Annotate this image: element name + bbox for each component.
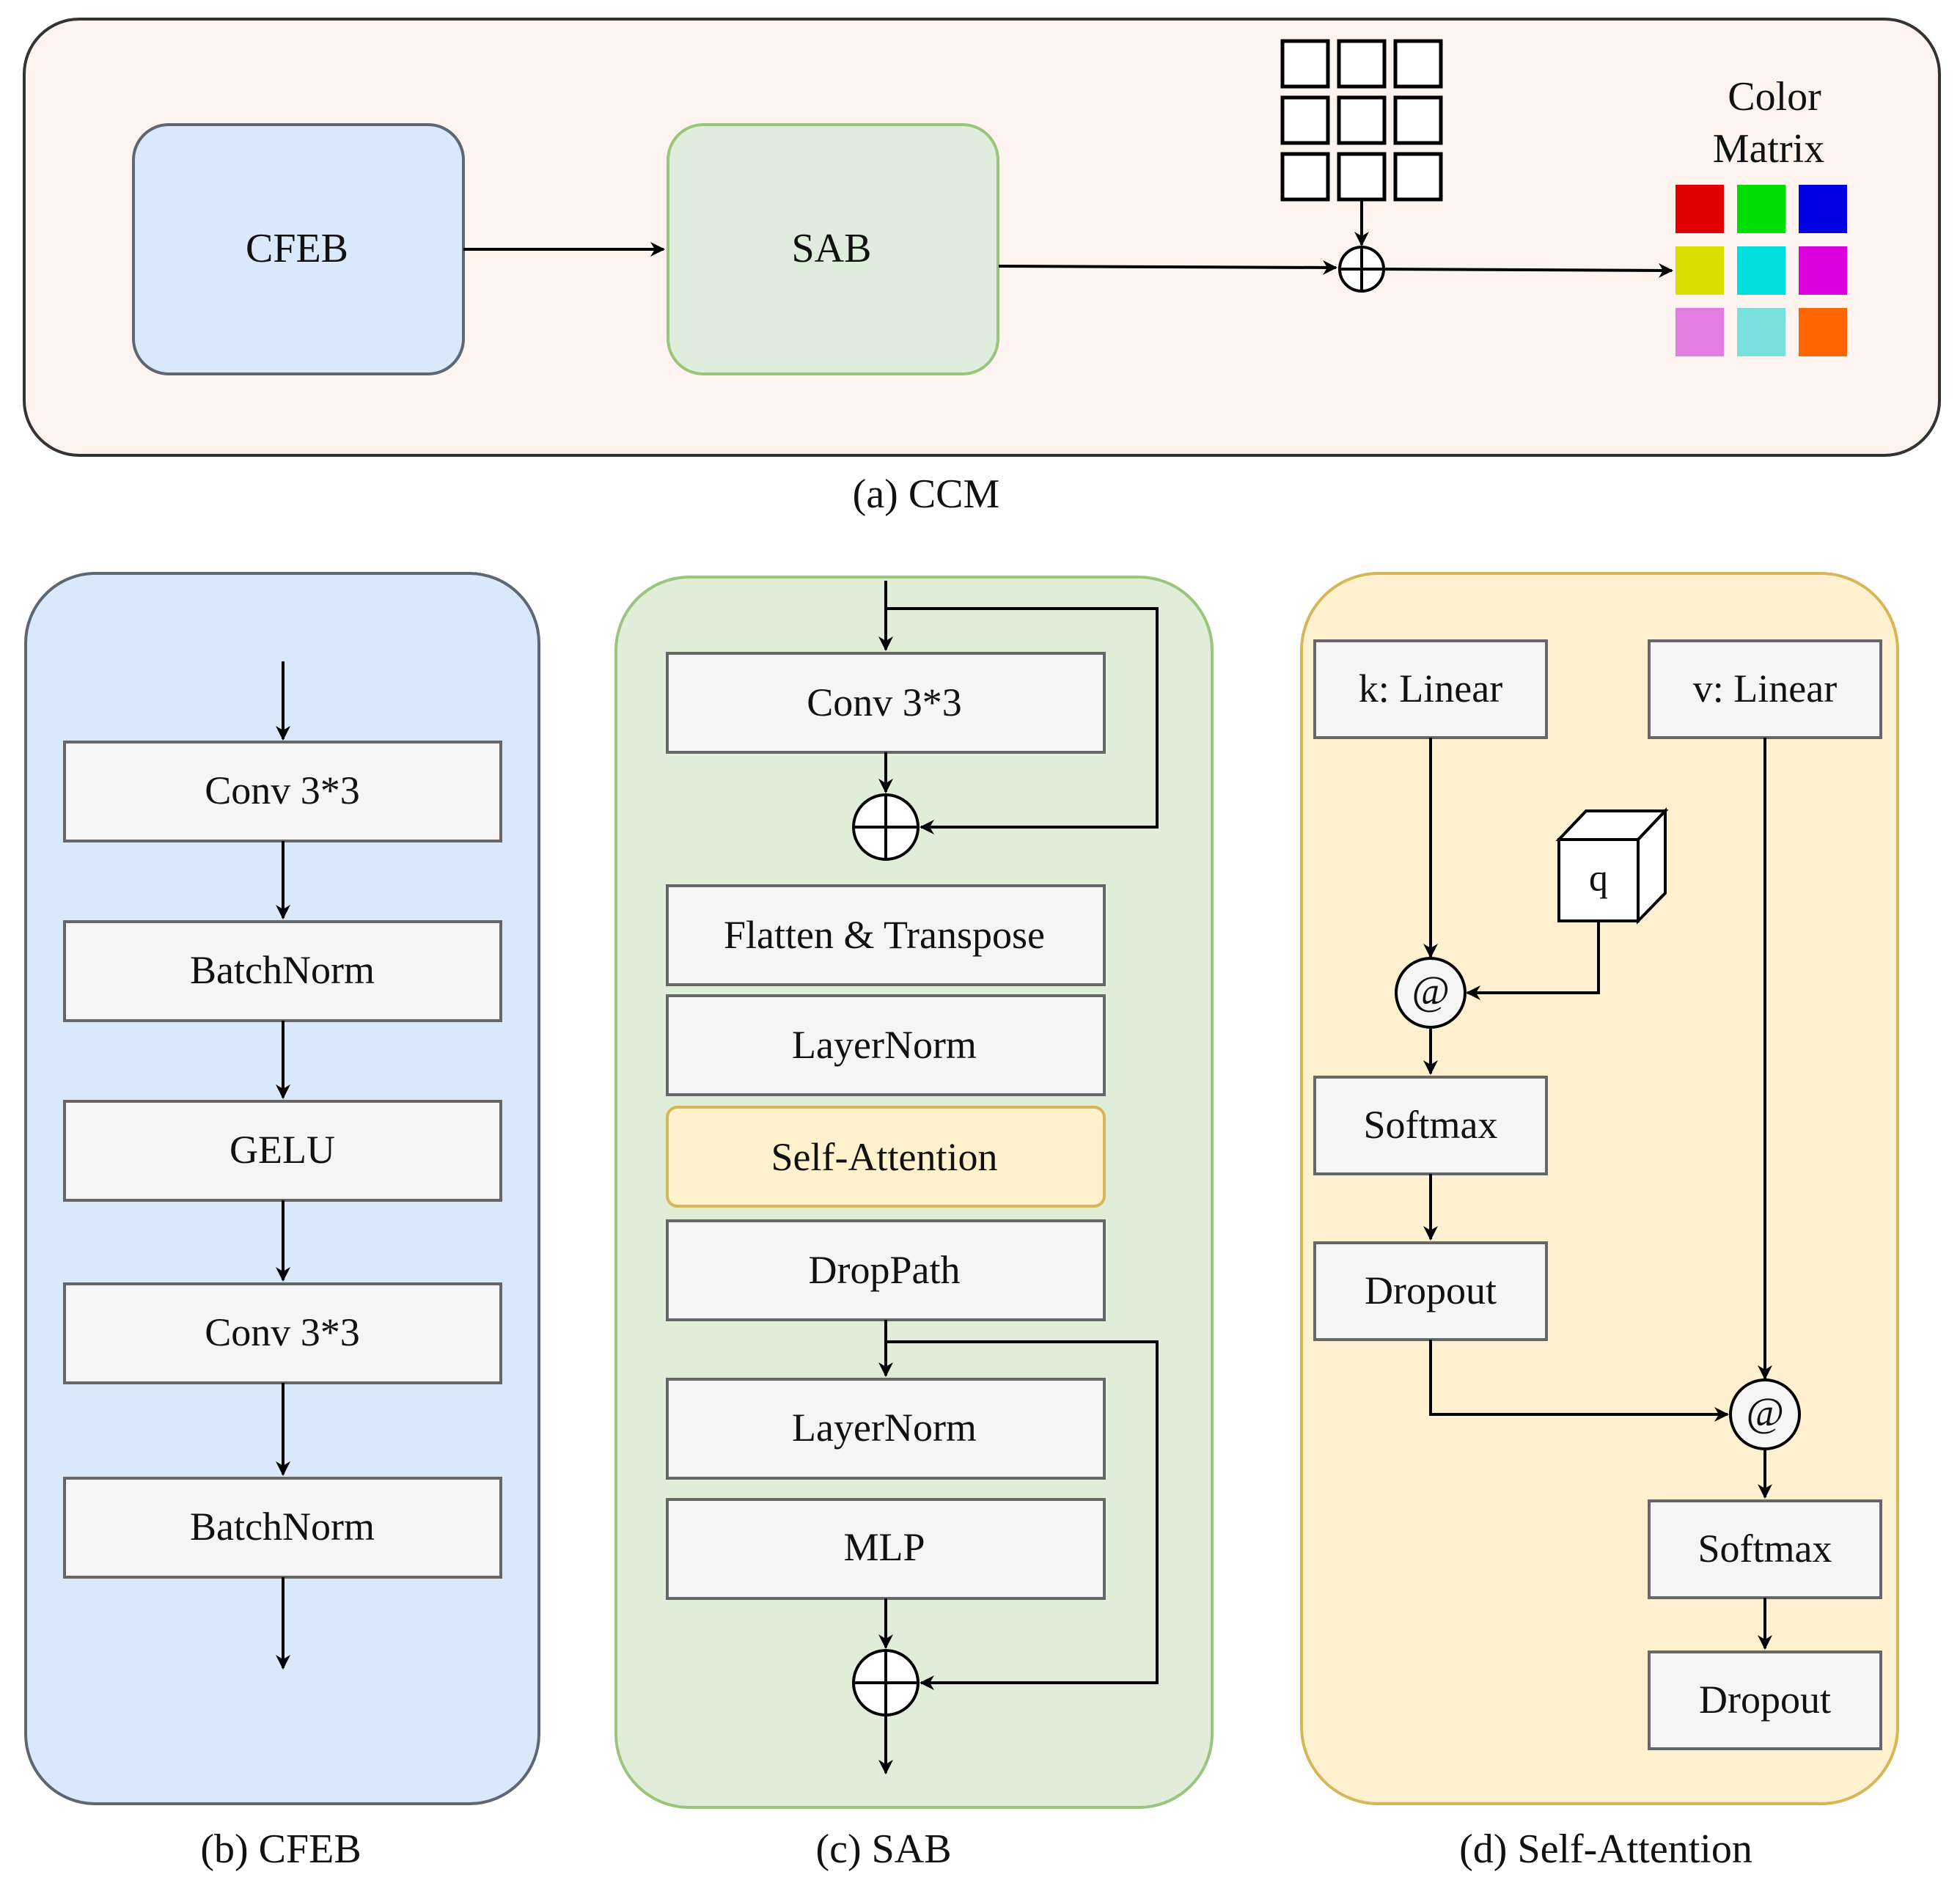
ccm-sab-label: SAB (792, 226, 872, 271)
cfeb-block-batchnorm2-label: BatchNorm (190, 1505, 375, 1549)
left-dropout-block (1313, 1241, 1548, 1341)
right-softmax-block (1648, 1499, 1882, 1599)
color-matrix-cell (1737, 308, 1785, 356)
caption-cfeb: (b) CFEB (200, 1826, 361, 1872)
sab-block-layernorm1 (666, 994, 1106, 1096)
k-linear-block (1313, 639, 1548, 739)
left-softmax-label: Softmax (1364, 1103, 1498, 1147)
color-matrix-title-line2: Matrix (1713, 126, 1824, 172)
caption-self-attention: (d) Self-Attention (1459, 1826, 1752, 1872)
sab-block-layernorm2 (666, 1378, 1106, 1480)
cfeb-block-batchnorm1 (63, 920, 502, 1022)
matmul-symbol-1: @ (1412, 969, 1450, 1014)
color-matrix-cell (1675, 246, 1724, 295)
sab-block-flatten (666, 884, 1106, 986)
sab-block-conv (666, 652, 1106, 754)
sab-add-icon-2 (852, 1649, 920, 1716)
ccm-sab-block (667, 123, 999, 375)
right-softmax-label: Softmax (1698, 1527, 1832, 1571)
caption-sab: (c) SAB (815, 1826, 951, 1872)
panel-ccm: CFEB SAB Color Matrix (a) CCM (23, 18, 1941, 517)
sab-residual-2 (886, 1340, 1159, 1690)
left-softmax-block (1313, 1076, 1548, 1175)
caption-ccm: (a) CCM (853, 471, 1000, 517)
color-matrix-cell (1675, 308, 1724, 356)
color-matrix-cell (1799, 308, 1847, 356)
right-dropout-label: Dropout (1699, 1678, 1831, 1722)
cfeb-block-conv2 (63, 1282, 502, 1384)
cfeb-block-batchnorm2 (63, 1477, 502, 1579)
sab-block-self-attention-label: Self-Attention (771, 1135, 998, 1179)
color-matrix-cell (1675, 185, 1724, 233)
cfeb-block-gelu (63, 1100, 502, 1202)
cfeb-block-gelu-label: GELU (230, 1128, 335, 1172)
matmul-symbol-2: @ (1746, 1390, 1784, 1436)
sab-add-icon-1 (852, 793, 920, 861)
sab-block-flatten-label: Flatten & Transpose (724, 913, 1045, 957)
cfeb-block-conv1-label: Conv 3*3 (205, 768, 360, 812)
sab-block-layernorm2-label: LayerNorm (792, 1406, 977, 1450)
sab-block-self-attention (666, 1106, 1106, 1208)
ccm-arrow-add-to-matrix (1383, 262, 1673, 278)
color-matrix (1675, 185, 1847, 356)
ccm-add-icon (1338, 246, 1385, 293)
ccm-cfeb-label: CFEB (246, 226, 348, 271)
k-linear-label: k: Linear (1359, 667, 1502, 710)
sa-arrow-q-to-matmul (1466, 921, 1600, 1000)
self-attention-background (1300, 572, 1899, 1805)
ccm-arrow-sab-to-add (998, 260, 1337, 275)
color-matrix-cell (1799, 246, 1847, 295)
left-dropout-label: Dropout (1365, 1268, 1497, 1312)
v-linear-label: v: Linear (1693, 667, 1837, 710)
cfeb-block-conv2-label: Conv 3*3 (205, 1310, 360, 1354)
color-matrix-title-line1: Color (1728, 74, 1821, 120)
panel-cfeb: Conv 3*3 BatchNorm GELU Conv 3*3 BatchNo… (24, 572, 540, 1872)
color-matrix-cell (1799, 185, 1847, 233)
sab-residual-1 (886, 607, 1159, 834)
sab-block-droppath (666, 1219, 1106, 1321)
right-dropout-block (1648, 1651, 1882, 1750)
q-label: q (1589, 858, 1608, 900)
color-matrix-cell (1737, 185, 1785, 233)
sab-block-droppath-label: DropPath (809, 1248, 961, 1292)
panel-sab: Conv 3*3 Flatten & Transpose LayerNorm S… (614, 576, 1214, 1872)
cfeb-block-conv1 (63, 741, 502, 842)
sab-block-layernorm1-label: LayerNorm (792, 1023, 977, 1067)
q-cube-icon (1555, 807, 1669, 925)
sab-block-mlp-label: MLP (843, 1525, 925, 1569)
sab-block-conv-label: Conv 3*3 (807, 680, 962, 724)
v-linear-block (1648, 639, 1882, 739)
kernel-grid-icon (1280, 39, 1443, 202)
sa-arrow-dropout-to-matmul2 (1429, 1340, 1729, 1422)
panel-self-attention: k: Linear v: Linear q @ Softmax Dropout … (1300, 572, 1899, 1872)
color-matrix-cell (1737, 246, 1785, 295)
sab-block-mlp (666, 1498, 1106, 1600)
cfeb-block-batchnorm1-label: BatchNorm (190, 948, 375, 992)
